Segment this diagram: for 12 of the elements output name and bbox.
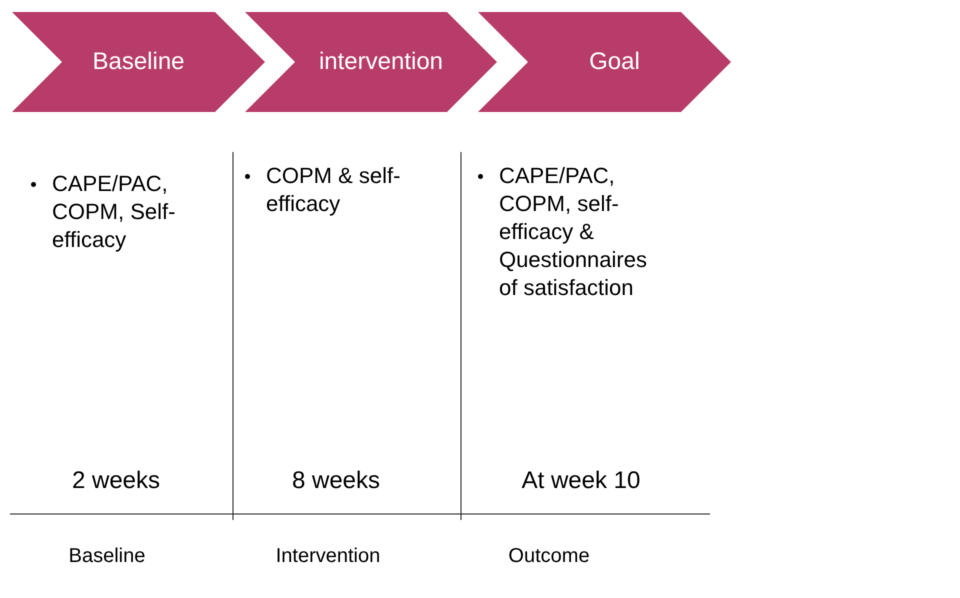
phase-label: Baseline [68,545,146,568]
bullet-text: CAPE/PAC, COPM, Self-efficacy [52,170,176,254]
phase-label: Intervention [274,545,382,568]
phase-label: Outcome [507,545,591,568]
stage-title: Baseline [92,48,185,76]
bullet-text: COPM & self-efficacy [266,162,402,218]
bullet-text: CAPE/PAC, COPM, self-efficacy & Questionnaires of satisfaction [499,162,648,302]
duration-text: At week 10 [520,467,642,495]
duration-text: 8 weeks [290,467,382,495]
stage-title: intervention [318,48,444,76]
stage-title: Goal [589,48,640,76]
duration-text: 2 weeks [70,467,162,495]
